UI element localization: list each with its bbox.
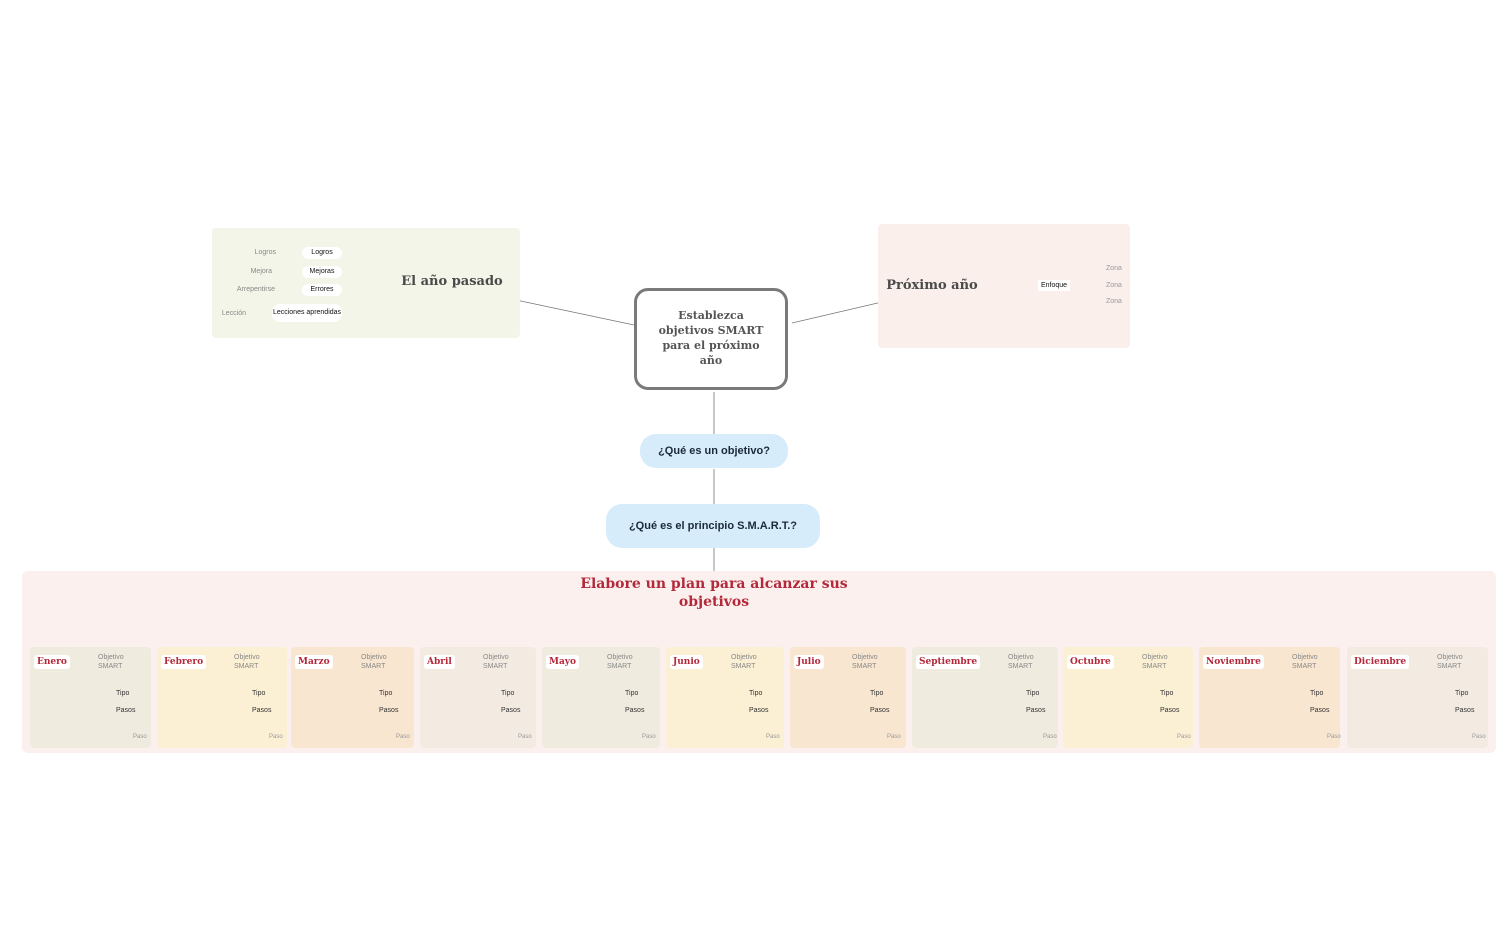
- steps-node[interactable]: Pasos: [116, 707, 136, 714]
- month-label[interactable]: Marzo: [295, 655, 333, 669]
- steps-node[interactable]: Pasos: [501, 707, 521, 714]
- step-node[interactable]: Paso: [1043, 734, 1057, 740]
- ghost-label: Lección: [221, 310, 246, 317]
- past-item-mejoras[interactable]: Mejoras: [302, 266, 342, 278]
- objective-node[interactable]: Objetivo SMART: [234, 654, 260, 670]
- ghost-label: Arrepentirse: [236, 286, 275, 293]
- type-node[interactable]: Tipo: [625, 690, 639, 697]
- objective-node[interactable]: Objetivo SMART: [1292, 654, 1318, 670]
- step-node[interactable]: Paso: [642, 734, 656, 740]
- step-node[interactable]: Paso: [133, 734, 147, 740]
- ghost-label: Mejora: [250, 268, 272, 275]
- step-node[interactable]: Paso: [396, 734, 410, 740]
- objective-node[interactable]: Objetivo SMART: [98, 654, 124, 670]
- focus-node[interactable]: Enfoque: [1038, 280, 1071, 291]
- objective-node[interactable]: Objetivo SMART: [852, 654, 878, 670]
- type-node[interactable]: Tipo: [116, 690, 130, 697]
- type-node[interactable]: Tipo: [501, 690, 515, 697]
- step-node[interactable]: Paso: [1327, 734, 1341, 740]
- objective-node[interactable]: Objetivo SMART: [1437, 654, 1463, 670]
- type-node[interactable]: Tipo: [749, 690, 763, 697]
- past-year-title: El año pasado: [401, 274, 503, 289]
- objective-node[interactable]: Objetivo SMART: [1142, 654, 1168, 670]
- step-node[interactable]: Paso: [1177, 734, 1191, 740]
- step-node[interactable]: Paso: [1472, 734, 1486, 740]
- zone-node[interactable]: Zona: [1106, 265, 1122, 272]
- steps-node[interactable]: Pasos: [1310, 707, 1330, 714]
- type-node[interactable]: Tipo: [870, 690, 884, 697]
- objective-node[interactable]: Objetivo SMART: [731, 654, 757, 670]
- month-label[interactable]: Diciembre: [1351, 655, 1410, 669]
- step-node[interactable]: Paso: [518, 734, 532, 740]
- next-year-panel: [878, 224, 1130, 348]
- type-node[interactable]: Tipo: [1455, 690, 1469, 697]
- type-node[interactable]: Tipo: [1026, 690, 1040, 697]
- month-label[interactable]: Abril: [424, 655, 455, 669]
- steps-node[interactable]: Pasos: [252, 707, 272, 714]
- objective-node[interactable]: Objetivo SMART: [361, 654, 387, 670]
- month-label[interactable]: Enero: [34, 655, 70, 669]
- month-label[interactable]: Noviembre: [1203, 655, 1264, 669]
- next-year-title: Próximo año: [886, 278, 978, 293]
- month-label[interactable]: Junio: [670, 655, 703, 669]
- steps-node[interactable]: Pasos: [749, 707, 769, 714]
- steps-node[interactable]: Pasos: [1026, 707, 1046, 714]
- month-label[interactable]: Mayo: [546, 655, 580, 669]
- month-label[interactable]: Febrero: [161, 655, 207, 669]
- month-label[interactable]: Septiembre: [916, 655, 981, 669]
- past-year-panel: [212, 228, 520, 338]
- step-node[interactable]: Paso: [887, 734, 901, 740]
- zone-node[interactable]: Zona: [1106, 282, 1122, 289]
- steps-node[interactable]: Pasos: [1160, 707, 1180, 714]
- zone-node[interactable]: Zona: [1106, 298, 1122, 305]
- type-node[interactable]: Tipo: [252, 690, 266, 697]
- steps-node[interactable]: Pasos: [379, 707, 399, 714]
- central-topic[interactable]: Establezca objetivos SMART para el próxi…: [634, 288, 788, 390]
- steps-node[interactable]: Pasos: [1455, 707, 1475, 714]
- type-node[interactable]: Tipo: [379, 690, 393, 697]
- ghost-label: Logros: [254, 249, 276, 256]
- objective-node[interactable]: Objetivo SMART: [1008, 654, 1034, 670]
- step-node[interactable]: Paso: [766, 734, 780, 740]
- steps-node[interactable]: Pasos: [870, 707, 890, 714]
- past-item-lecciones[interactable]: Lecciones aprendidas: [272, 304, 342, 322]
- type-node[interactable]: Tipo: [1310, 690, 1324, 697]
- past-item-logros[interactable]: Logros: [302, 247, 342, 259]
- step-node[interactable]: Paso: [269, 734, 283, 740]
- goal-question-node[interactable]: ¿Qué es un objetivo?: [640, 434, 788, 468]
- objective-node[interactable]: Objetivo SMART: [483, 654, 509, 670]
- steps-node[interactable]: Pasos: [625, 707, 645, 714]
- type-node[interactable]: Tipo: [1160, 690, 1174, 697]
- plan-title: Elabore un plan para alcanzar sus objeti…: [580, 576, 848, 610]
- past-item-errores[interactable]: Errores: [302, 284, 342, 296]
- objective-node[interactable]: Objetivo SMART: [607, 654, 633, 670]
- month-label[interactable]: Julio: [794, 655, 824, 669]
- smart-question-node[interactable]: ¿Qué es el principio S.M.A.R.T.?: [606, 504, 820, 548]
- month-label[interactable]: Octubre: [1067, 655, 1114, 669]
